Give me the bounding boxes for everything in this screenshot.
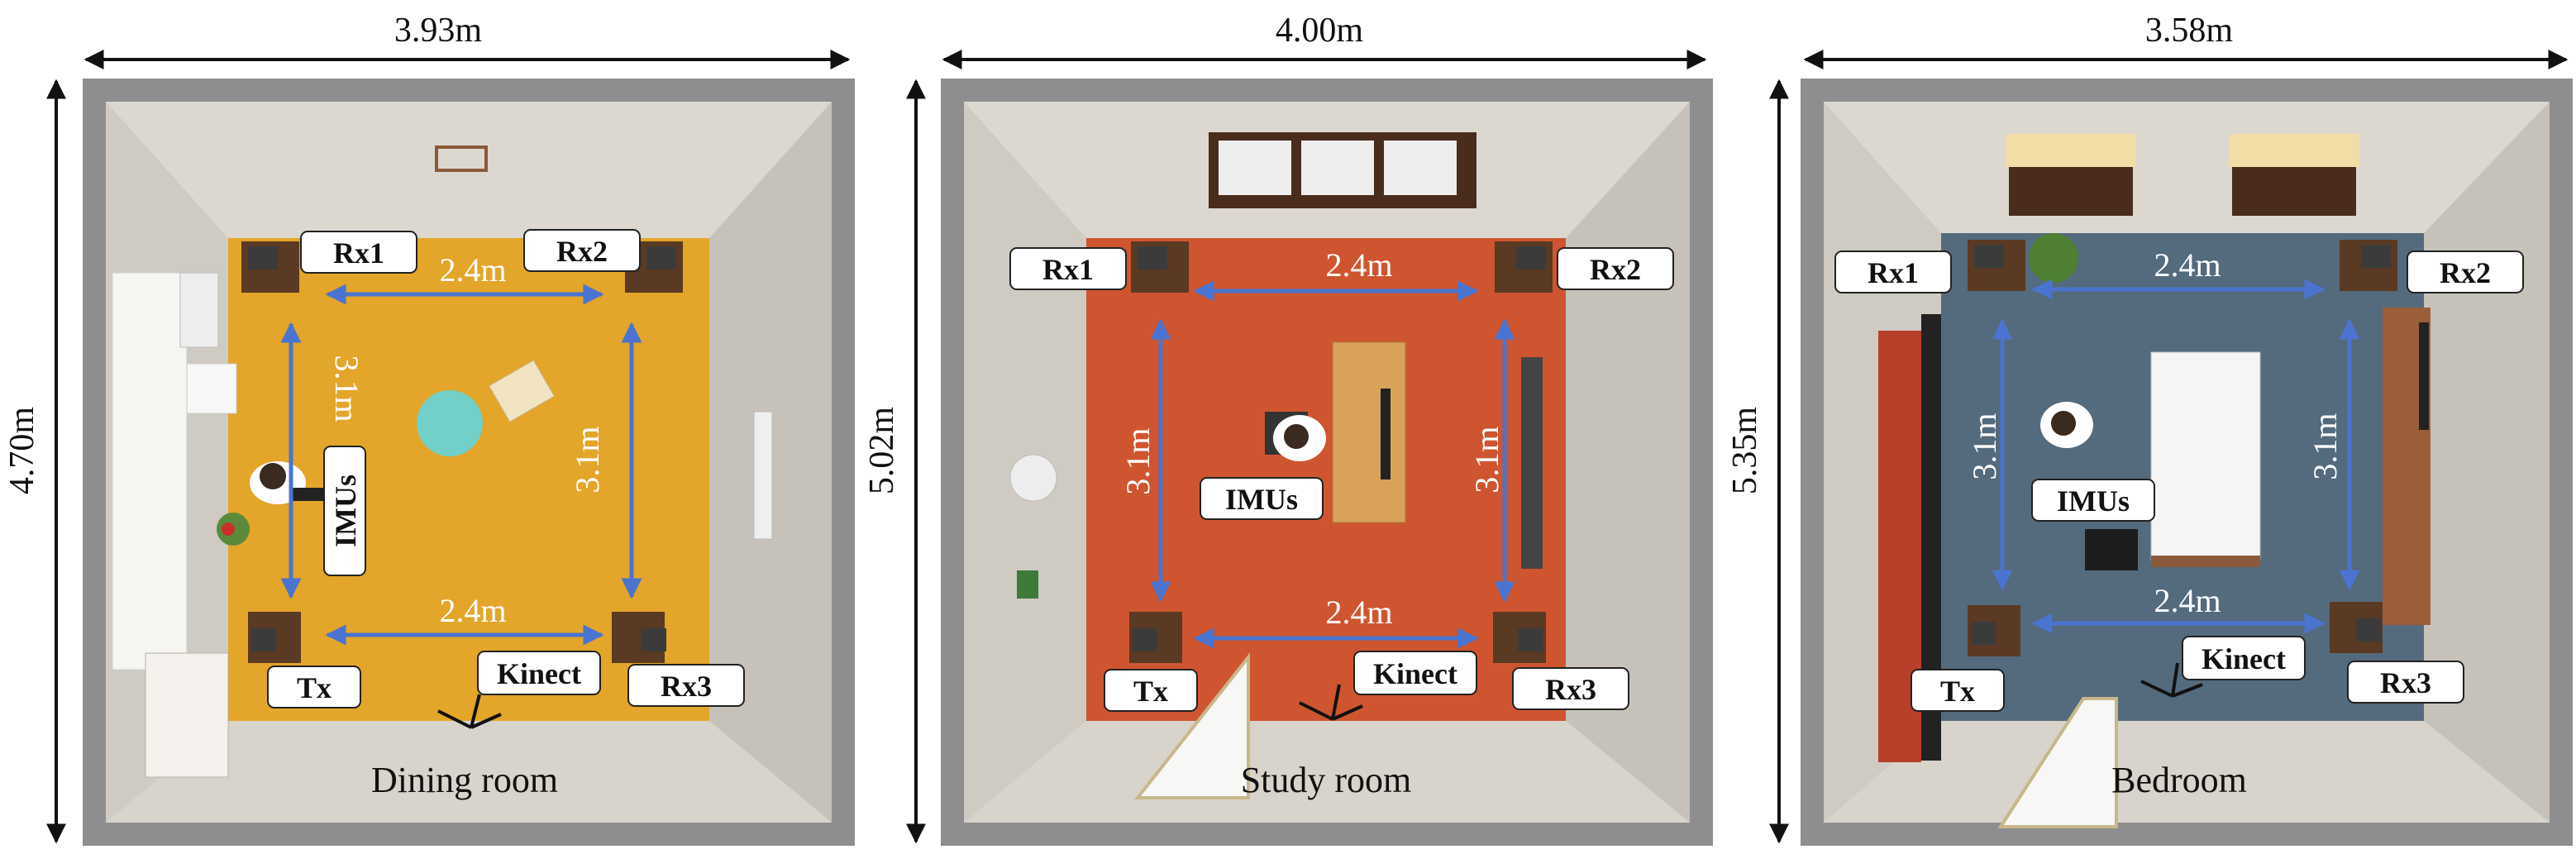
rx3-label: Rx3 bbox=[1545, 673, 1596, 706]
imus-label: IMUs bbox=[329, 475, 362, 547]
rx3-label: Rx3 bbox=[2380, 666, 2431, 699]
tx-device-icon bbox=[1129, 612, 1182, 663]
study-room-panel: 4.00m 5.02m 2.4m bbox=[863, 12, 1713, 846]
tx-device-icon bbox=[248, 612, 301, 663]
rx1-device-icon bbox=[241, 241, 299, 293]
imus-label: IMUs bbox=[2057, 484, 2130, 518]
rx3-device-icon bbox=[612, 612, 666, 663]
chair bbox=[488, 360, 556, 422]
left-span-label: 3.1m bbox=[1966, 413, 2003, 479]
right-span-label: 3.1m bbox=[1468, 426, 1505, 493]
rx2-label: Rx2 bbox=[556, 235, 608, 268]
imus-label: IMUs bbox=[1225, 483, 1298, 516]
bottom-span-label: 2.4m bbox=[439, 592, 506, 629]
top-span-label: 2.4m bbox=[2154, 246, 2221, 284]
rx3-device-icon bbox=[1493, 612, 1546, 663]
kinect-label: Kinect bbox=[2202, 642, 2286, 675]
kinect-tripod-icon bbox=[437, 694, 502, 729]
room-name: Dining room bbox=[371, 760, 558, 800]
person-icon bbox=[1265, 412, 1326, 461]
bottom-span-label: 2.4m bbox=[1325, 594, 1392, 631]
kinect-label: Kinect bbox=[1373, 657, 1457, 690]
kinect-tripod-icon bbox=[2140, 662, 2203, 698]
rx1-label: Rx1 bbox=[1868, 256, 1919, 289]
left-span-label: 3.1m bbox=[1119, 427, 1157, 494]
person-icon bbox=[2040, 402, 2093, 448]
desk bbox=[1332, 341, 1406, 523]
room-name: Study room bbox=[1241, 760, 1412, 800]
rx2-label: Rx2 bbox=[2440, 256, 2491, 289]
bottom-span-label: 2.4m bbox=[2154, 582, 2221, 619]
rx1-device-icon bbox=[1131, 241, 1189, 293]
right-span-label: 3.1m bbox=[2306, 413, 2344, 479]
rx3-device-icon bbox=[2330, 602, 2383, 653]
kinect-label: Kinect bbox=[497, 657, 581, 690]
right-span-label: 3.1m bbox=[569, 426, 606, 493]
rx2-device-icon bbox=[1495, 241, 1553, 293]
kinect-tripod-icon bbox=[1299, 684, 1363, 721]
room-height-label: 5.35m bbox=[1726, 407, 1764, 495]
rx1-label: Rx1 bbox=[1042, 253, 1094, 286]
rx3-label: Rx3 bbox=[661, 670, 712, 703]
rx1-device-icon bbox=[1968, 240, 2025, 291]
bedroom-panel: 3.58m 5.35m bbox=[1726, 12, 2573, 846]
rx1-label: Rx1 bbox=[333, 236, 384, 270]
rx2-label: Rx2 bbox=[1590, 253, 1641, 286]
room-name: Bedroom bbox=[2111, 760, 2247, 800]
tx-label: Tx bbox=[297, 671, 332, 704]
room-height-label: 4.70m bbox=[3, 407, 41, 495]
room-width-label: 3.58m bbox=[2145, 12, 2234, 50]
dining-table bbox=[417, 390, 483, 456]
top-span-label: 2.4m bbox=[1325, 246, 1392, 284]
plant bbox=[2029, 233, 2078, 283]
rx2-device-icon bbox=[2340, 240, 2397, 291]
top-span-label: 2.4m bbox=[439, 251, 506, 289]
dining-room-panel: 3.93m 4.70m bbox=[3, 12, 855, 846]
room-width-label: 3.93m bbox=[394, 12, 483, 50]
tx-label: Tx bbox=[1133, 675, 1168, 708]
room-height-label: 5.02m bbox=[863, 407, 901, 495]
bed bbox=[2150, 351, 2261, 561]
tx-device-icon bbox=[1968, 605, 2020, 656]
left-span-label: 3.1m bbox=[328, 355, 365, 422]
room-width-label: 4.00m bbox=[1276, 12, 1364, 50]
tx-label: Tx bbox=[1940, 675, 1975, 708]
